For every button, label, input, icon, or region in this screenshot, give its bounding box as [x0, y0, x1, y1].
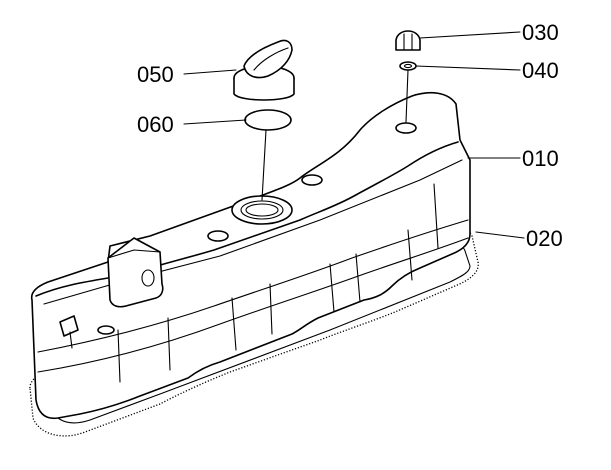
leader-020: [475, 231, 525, 239]
stud-centerline: [405, 69, 409, 123]
cap-nut-030: [395, 30, 421, 51]
callout-030: 030: [522, 20, 559, 45]
callout-010: 010: [522, 146, 559, 171]
callout-040: 040: [522, 58, 559, 83]
filler-centerline: [261, 129, 267, 201]
leader-030: [419, 31, 521, 39]
leader-040: [415, 65, 521, 71]
callout-060: 060: [137, 112, 174, 137]
callout-050: 050: [137, 62, 174, 87]
callout-020: 020: [526, 226, 563, 251]
leader-050: [183, 69, 237, 75]
cylinder-head-cover-010: [30, 91, 471, 420]
oil-filler-cap-050: [233, 39, 295, 101]
leader-060: [183, 119, 247, 125]
o-ring-060: [244, 109, 292, 131]
washer-040: [399, 61, 417, 71]
